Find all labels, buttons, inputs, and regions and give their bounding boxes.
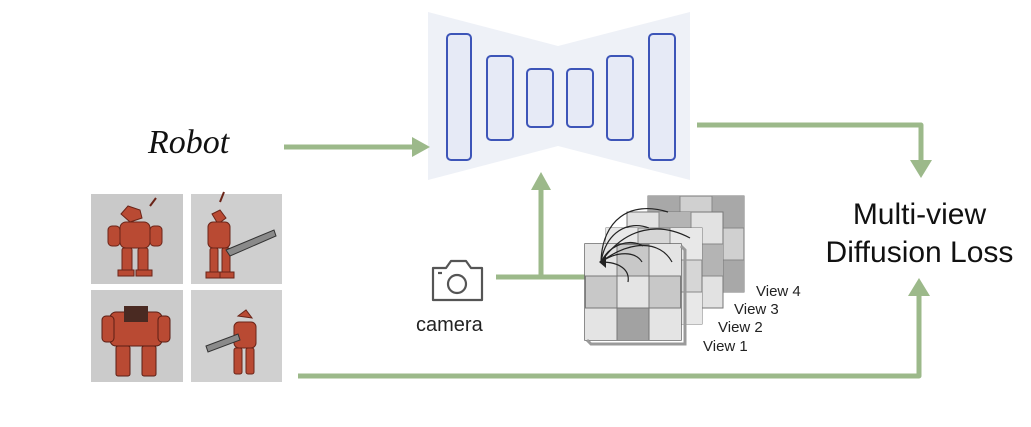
unet-block-4: [566, 68, 594, 128]
camera-icon: [431, 259, 484, 302]
arrowhead-unet-loss: [910, 160, 932, 178]
unet-blocks: [446, 33, 676, 161]
text-prompt-label: Robot: [148, 124, 230, 161]
view-label-4: View 4: [756, 283, 801, 300]
robot-image-2: [191, 191, 282, 284]
arrowhead-camera-unet: [531, 172, 551, 190]
robot-image-1: [91, 194, 183, 284]
unet-block-6: [648, 33, 676, 161]
arrowhead-prompt: [412, 137, 430, 157]
unet-block-2: [486, 55, 514, 141]
loss-label-line2: Diffusion Loss: [825, 236, 1014, 269]
view-label-1: View 1: [703, 338, 748, 355]
unet-block-3: [526, 68, 554, 128]
attention-arrowhead: [599, 256, 606, 268]
loss-label: Multi-view Diffusion Loss: [812, 196, 1027, 272]
arrows: [284, 122, 924, 379]
view-label-3: View 3: [734, 301, 779, 318]
arrowheads: [412, 137, 932, 296]
camera-label: camera: [416, 314, 483, 336]
view-grid-1: [584, 243, 687, 346]
robot-image-3: [91, 290, 183, 382]
unet-block-1: [446, 33, 472, 161]
view-label-2: View 2: [718, 319, 763, 336]
arrow-images-to-loss: [298, 295, 922, 379]
unet-block-5: [606, 55, 634, 141]
robot-image-4: [191, 290, 282, 382]
loss-label-line1: Multi-view: [852, 198, 987, 231]
arrowhead-images-loss: [908, 278, 930, 296]
arrow-camera-to-unet: [496, 190, 544, 280]
arrow-unet-to-loss: [697, 122, 924, 163]
